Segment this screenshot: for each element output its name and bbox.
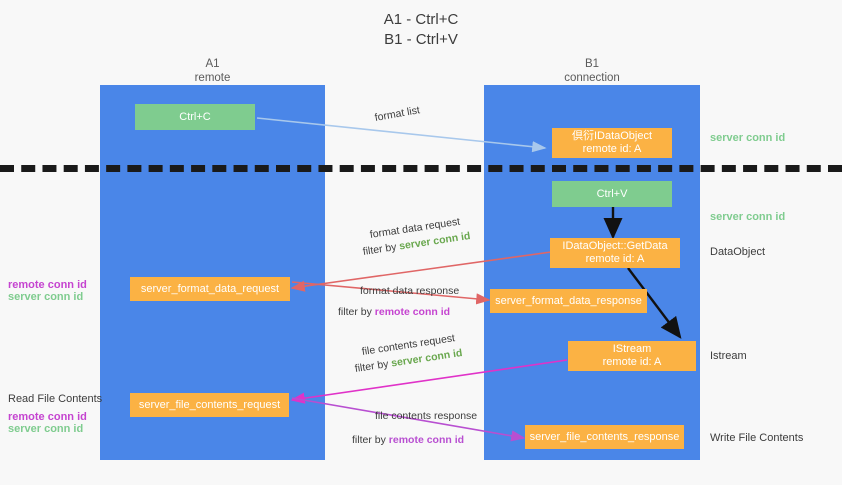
box-server-file-contents-request-label: server_file_contents_request — [138, 398, 281, 411]
box-remote-idataobject-line2: remote id: A — [582, 143, 642, 155]
title-line-2: B1 - Ctrl+V — [384, 31, 458, 48]
filter-prefix: filter by — [362, 240, 401, 258]
box-server-format-data-request[interactable]: server_format_data_request — [130, 277, 290, 301]
box-istream-line2: remote id: A — [602, 356, 662, 368]
left-label-server-conn-id-2: server conn id — [8, 423, 84, 435]
lane-b-subtitle: connection — [564, 71, 620, 84]
box-ctrl-c[interactable]: Ctrl+C — [135, 104, 255, 130]
filter-value-remote-conn-id: remote conn id — [374, 306, 451, 318]
filter-prefix: filter by — [354, 357, 393, 375]
right-label-dataobject: DataObject — [710, 246, 766, 258]
box-getdata-line2: remote id: A — [585, 253, 645, 265]
box-ctrl-c-label: Ctrl+C — [179, 110, 211, 123]
box-server-file-contents-response-label: server_file_contents_response — [529, 430, 680, 443]
filter-prefix: filter by — [338, 306, 375, 318]
title-line-1: A1 - Ctrl+C — [383, 11, 459, 28]
filter-prefix: filter by — [352, 434, 389, 446]
box-server-format-data-response-label: server_format_data_response — [495, 294, 642, 307]
box-server-file-contents-request[interactable]: server_file_contents_request — [130, 393, 289, 417]
box-server-file-contents-response[interactable]: server_file_contents_response — [525, 425, 684, 449]
lane-header-a1: A1 remote — [130, 58, 295, 85]
label-file-contents-response: file contents response — [375, 410, 478, 422]
right-label-write-file-contents: Write File Contents — [710, 432, 804, 444]
lane-a-name: A1 — [205, 58, 220, 70]
box-remote-idataobject-line1: 倶衍IDataObject — [571, 130, 653, 142]
box-idataobject-getdata[interactable]: IDataObject::GetData remote id: A — [550, 238, 680, 268]
box-getdata-line1: IDataObject::GetData — [562, 240, 668, 252]
label-format-list: format list — [373, 104, 421, 124]
left-label-remote-conn-id-1: remote conn id — [8, 279, 87, 291]
box-istream-line1: IStream — [612, 343, 652, 355]
box-server-format-data-request-label: server_format_data_request — [140, 282, 280, 295]
label-format-data-response: format data response — [360, 285, 460, 297]
page-title: A1 - Ctrl+C B1 - Ctrl+V — [0, 10, 842, 50]
right-label-server-conn-id-top: server conn id — [710, 132, 786, 144]
box-ctrl-v[interactable]: Ctrl+V — [552, 181, 672, 207]
box-istream[interactable]: IStream remote id: A — [568, 341, 696, 371]
lane-a-subtitle: remote — [194, 71, 231, 84]
lane-header-b1: B1 connection — [512, 58, 672, 85]
right-label-istream: Istream — [710, 350, 747, 362]
box-remote-idataobject[interactable]: 倶衍IDataObject remote id: A — [552, 128, 672, 158]
box-server-format-data-response[interactable]: server_format_data_response — [490, 289, 647, 313]
phase-divider — [0, 165, 842, 172]
left-label-read-file-contents: Read File Contents — [8, 393, 103, 405]
right-label-server-conn-id-mid: server conn id — [710, 211, 786, 223]
filter-value-remote-conn-id: remote conn id — [388, 434, 465, 446]
box-ctrl-v-label: Ctrl+V — [596, 187, 628, 200]
left-label-server-conn-id-1: server conn id — [8, 291, 84, 303]
left-label-remote-conn-id-2: remote conn id — [8, 411, 87, 423]
label-format-data-response-filter: filter by remote conn id — [338, 306, 450, 319]
label-file-contents-response-filter: filter by remote conn id — [352, 434, 464, 447]
lane-b-name: B1 — [584, 58, 600, 70]
